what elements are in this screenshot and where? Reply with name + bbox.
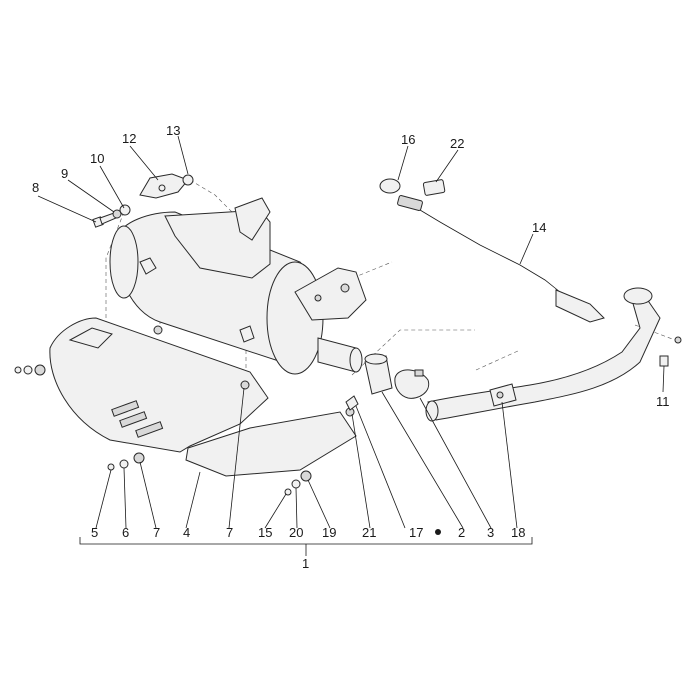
stud-11 [659,336,682,367]
assembly-bracket [79,537,533,556]
callout-14: 14 [532,220,546,235]
header-pipe [425,287,661,422]
callout-17: 17 [409,525,423,540]
callout-22: 22 [450,136,464,151]
washer-20 [291,479,301,489]
mounting-bracket-part [139,173,194,199]
lambda-sensor [379,178,605,323]
clamp-3 [394,369,430,399]
silencer-body [109,197,367,375]
callout-19: 19 [322,525,336,540]
callout-8: 8 [32,180,39,195]
fasteners-left [14,325,250,471]
callout-9: 9 [61,166,68,181]
callout-20: 20 [289,525,303,540]
callout-5: 5 [91,525,98,540]
nut-7 [133,452,145,464]
washer-10 [119,204,131,216]
bolt-washer-set [92,204,131,228]
callout-13: 13 [166,123,180,138]
callout-18: 18 [511,525,525,540]
callout-6: 6 [122,525,129,540]
fasteners-bottom [284,395,359,496]
callout-15: 15 [258,525,272,540]
cable-clip-16 [379,178,401,194]
callout-21: 21 [362,525,376,540]
washer-9 [112,209,122,219]
screw-15 [284,488,292,496]
callout-2: 2 [458,525,465,540]
callout-4: 4 [183,525,190,540]
sleeve-and-clamp [364,353,430,399]
callout-7a: 7 [153,525,160,540]
leader-lines [37,135,665,529]
connector-cover-22 [422,179,446,196]
heat-shield [49,317,357,477]
callout-3: 3 [487,525,494,540]
nut-19 [300,470,312,482]
bullet-marker [435,529,441,535]
washer-6 [119,459,129,469]
callout-16: 16 [401,132,415,147]
callout-12: 12 [122,131,136,146]
screw-5 [107,463,115,471]
washer-13 [182,174,194,186]
callout-10: 10 [90,151,104,166]
callout-11: 11 [656,394,670,409]
callout-7b: 7 [226,525,233,540]
callout-1: 1 [302,556,309,571]
callout-labels: 8 9 10 12 13 16 22 14 11 5 6 7 4 7 15 20… [32,123,670,571]
